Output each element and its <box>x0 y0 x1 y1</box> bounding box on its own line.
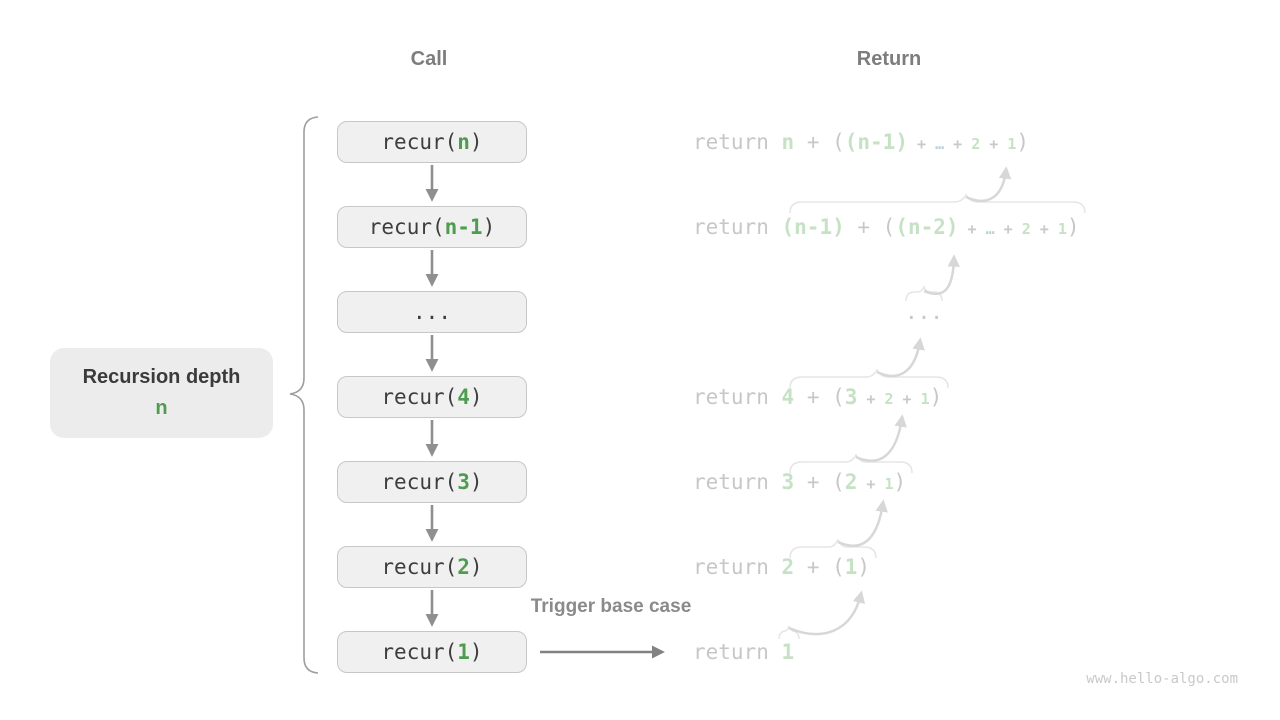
code-segment: + <box>907 135 936 153</box>
return-brace-5 <box>789 453 913 474</box>
code-segment: return <box>693 215 782 239</box>
code-segment: return <box>693 470 782 494</box>
recursion-depth-title: Recursion depth <box>82 366 241 388</box>
return-curve-arrow-2 <box>965 166 1012 202</box>
return-brace-2 <box>789 193 1086 214</box>
return-curve-arrow-6 <box>837 499 888 547</box>
return-brace-4 <box>789 368 949 389</box>
code-segment: + ( <box>844 215 896 239</box>
code-segment: 1 <box>844 555 858 579</box>
return-line-return-2: return 2 + (1) <box>693 546 870 588</box>
code-segment: recur( <box>381 640 458 664</box>
call-box-recur-3: recur(3) <box>337 461 527 503</box>
call-box-recur-n: recur(n) <box>337 121 527 163</box>
code-segment: n <box>781 130 795 154</box>
code-segment: + <box>944 135 972 153</box>
code-segment: 2 <box>781 555 795 579</box>
code-segment: (n-1) <box>844 130 908 154</box>
call-box-ellipsis: ... <box>337 291 527 333</box>
call-box-recur-1: recur(1) <box>337 631 527 673</box>
code-segment: recur( <box>381 555 458 579</box>
recursion-depth-value: n <box>155 397 168 419</box>
code-segment: ) <box>469 130 483 154</box>
code-segment: n <box>457 130 470 154</box>
code-segment: … <box>935 135 945 153</box>
code-segment: recur( <box>381 470 458 494</box>
return-brace-7 <box>778 625 800 640</box>
code-segment: ... <box>905 300 943 324</box>
code-segment: ) <box>1066 215 1080 239</box>
code-segment: 4 <box>781 385 795 409</box>
code-segment: ) <box>1016 130 1029 154</box>
code-segment: return <box>693 555 782 579</box>
trigger-base-case-label: Trigger base case <box>530 596 692 617</box>
code-segment: 3 <box>457 470 470 494</box>
code-segment: + <box>1030 220 1058 238</box>
code-segment: recur( <box>368 215 445 239</box>
code-segment: 2 <box>1021 220 1031 238</box>
code-segment: recur( <box>381 385 458 409</box>
code-segment: (n-1) <box>781 215 845 239</box>
return-curve-arrow-4 <box>876 337 925 378</box>
return-line-return-3: return 3 + (2 + 1) <box>693 461 906 503</box>
code-segment: return <box>693 385 782 409</box>
code-segment: 2 <box>844 470 858 494</box>
return-curve-arrow-3 <box>923 254 960 296</box>
code-segment: ) <box>469 640 483 664</box>
code-segment: return <box>693 130 782 154</box>
code-segment: + <box>958 220 986 238</box>
code-segment: + ( <box>794 130 845 154</box>
code-segment: + <box>994 220 1022 238</box>
code-segment: 1 <box>884 475 894 493</box>
code-segment: (n-2) <box>895 215 959 239</box>
code-segment: 3 <box>844 385 858 409</box>
recursion-depth-label: Recursion depth n <box>50 348 273 438</box>
return-line-return-ellipsis: ... <box>905 291 943 333</box>
code-segment: + ( <box>794 385 845 409</box>
code-segment: + <box>893 390 921 408</box>
call-box-recur-2: recur(2) <box>337 546 527 588</box>
return-column-header: Return <box>856 48 922 70</box>
code-segment: 2 <box>884 390 894 408</box>
return-line-return-n-1: return (n-1) + ((n-2) + … + 2 + 1) <box>693 206 1080 248</box>
call-box-recur-n-1: recur(n-1) <box>337 206 527 248</box>
code-segment: recur( <box>381 130 458 154</box>
code-segment: 4 <box>457 385 470 409</box>
watermark: www.hello-algo.com <box>1086 671 1238 687</box>
call-box-recur-4: recur(4) <box>337 376 527 418</box>
code-segment: + <box>857 390 885 408</box>
code-segment: 2 <box>971 135 981 153</box>
code-segment: ) <box>482 215 496 239</box>
code-segment: 1 <box>1057 220 1067 238</box>
code-segment: ... <box>413 300 451 324</box>
return-line-return-1: return 1 <box>693 631 794 673</box>
return-line-return-4: return 4 + (3 + 2 + 1) <box>693 376 942 418</box>
code-segment: 1 <box>457 640 470 664</box>
code-segment: ) <box>469 385 483 409</box>
code-segment: 1 <box>1007 135 1017 153</box>
recursion-depth-brace <box>289 116 319 674</box>
code-segment: 1 <box>781 640 795 664</box>
return-curve-arrow-5 <box>855 414 907 462</box>
code-segment: ) <box>469 470 483 494</box>
code-segment: … <box>985 220 995 238</box>
code-segment: + ( <box>794 555 845 579</box>
call-column-header: Call <box>410 48 448 70</box>
return-line-return-n: return n + ((n-1) + … + 2 + 1) <box>693 121 1029 163</box>
code-segment: ) <box>929 385 943 409</box>
code-segment: 1 <box>920 390 930 408</box>
return-brace-6 <box>789 538 877 559</box>
code-segment: ) <box>893 470 907 494</box>
code-segment: n-1 <box>444 215 483 239</box>
code-segment: ) <box>469 555 483 579</box>
code-segment: + <box>857 475 885 493</box>
code-segment: + ( <box>794 470 845 494</box>
code-segment: ) <box>857 555 871 579</box>
code-segment: 3 <box>781 470 795 494</box>
code-segment: 2 <box>457 555 470 579</box>
code-segment: return <box>693 640 782 664</box>
return-curve-arrow-7 <box>788 590 866 636</box>
code-segment: + <box>980 135 1008 153</box>
